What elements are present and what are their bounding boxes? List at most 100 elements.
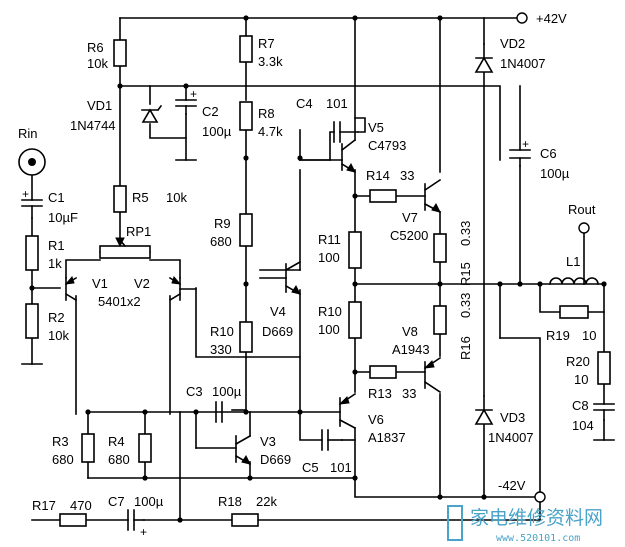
capacitor-c6 xyxy=(509,149,531,159)
svg-text:100µ: 100µ xyxy=(540,166,570,181)
svg-text:1N4007: 1N4007 xyxy=(488,430,534,445)
svg-text:V2: V2 xyxy=(134,276,150,291)
svg-text:33: 33 xyxy=(402,386,416,401)
svg-text:R1: R1 xyxy=(48,238,65,253)
svg-text:C4793: C4793 xyxy=(368,138,406,153)
watermark: 家电维修资料网 www.520101.com xyxy=(447,505,603,544)
labels: +42V -42V Rin Rout R6 10k VD1 1N4744 C2 … xyxy=(18,11,596,539)
resistor-r13 xyxy=(369,365,397,379)
svg-text:www.520101.com: www.520101.com xyxy=(496,533,580,544)
svg-text:C7: C7 xyxy=(108,494,125,509)
svg-text:10k: 10k xyxy=(48,328,69,343)
resistor-r16 xyxy=(433,305,447,335)
svg-text:R13: R13 xyxy=(368,386,392,401)
zener-vd1 xyxy=(141,108,159,123)
svg-text:+: + xyxy=(190,87,197,101)
svg-text:V7: V7 xyxy=(402,210,418,225)
svg-text:R14: R14 xyxy=(366,168,390,183)
svg-text:VD2: VD2 xyxy=(500,36,525,51)
svg-text:V3: V3 xyxy=(260,434,276,449)
resistor-r1 xyxy=(25,235,39,271)
resistor-r18 xyxy=(231,513,259,527)
svg-text:R9: R9 xyxy=(214,216,231,231)
svg-text:V6: V6 xyxy=(368,412,384,427)
resistor-r20 xyxy=(597,351,611,385)
svg-text:R2: R2 xyxy=(48,310,65,325)
svg-text:C2: C2 xyxy=(202,104,219,119)
svg-text:R15: R15 xyxy=(458,262,473,286)
svg-text:3.3k: 3.3k xyxy=(258,54,283,69)
svg-text:C5: C5 xyxy=(302,460,319,475)
rail-pos-label: +42V xyxy=(536,11,567,26)
transistor-v2 xyxy=(168,276,197,302)
svg-text:R16: R16 xyxy=(458,336,473,360)
svg-text:R18: R18 xyxy=(218,494,242,509)
capacitor-c5 xyxy=(321,429,329,451)
svg-text:5401x2: 5401x2 xyxy=(98,294,141,309)
svg-text:100µ: 100µ xyxy=(134,494,164,509)
svg-text:+: + xyxy=(22,187,29,201)
svg-text:330: 330 xyxy=(210,342,232,357)
capacitor-c3 xyxy=(215,401,223,423)
svg-text:1k: 1k xyxy=(48,256,62,271)
svg-text:R4: R4 xyxy=(108,434,125,449)
svg-text:+: + xyxy=(522,137,529,151)
diode-vd3 xyxy=(474,408,494,425)
svg-text:101: 101 xyxy=(330,460,352,475)
svg-text:1N4744: 1N4744 xyxy=(70,118,116,133)
svg-text:VD1: VD1 xyxy=(87,98,112,113)
transistor-v8 xyxy=(423,356,442,394)
resistor-r5 xyxy=(113,185,127,213)
junction-dots xyxy=(29,15,607,523)
resistor-r10b xyxy=(348,301,362,339)
svg-text:100: 100 xyxy=(318,250,340,265)
output-label: Rout xyxy=(568,202,596,217)
svg-text:R11: R11 xyxy=(318,232,341,247)
svg-text:C4: C4 xyxy=(296,96,313,111)
svg-text:R8: R8 xyxy=(258,106,275,121)
resistors xyxy=(25,35,611,527)
svg-text:R3: R3 xyxy=(52,434,69,449)
inductor-l1 xyxy=(549,277,599,285)
svg-text:470: 470 xyxy=(70,498,92,513)
resistor-r17 xyxy=(59,513,87,527)
svg-text:RP1: RP1 xyxy=(126,224,151,239)
svg-text:R17: R17 xyxy=(32,498,56,513)
resistor-r6 xyxy=(113,39,127,67)
capacitors xyxy=(21,99,615,531)
resistor-r2 xyxy=(25,303,39,339)
svg-text:33: 33 xyxy=(400,168,414,183)
svg-text:0.33: 0.33 xyxy=(458,221,473,246)
resistor-r14 xyxy=(369,189,397,203)
svg-text:1N4007: 1N4007 xyxy=(500,56,546,71)
diode-vd2 xyxy=(474,56,494,73)
terminals xyxy=(18,12,590,503)
capacitor-c7 xyxy=(127,509,135,531)
svg-text:680: 680 xyxy=(52,452,74,467)
input-label: Rin xyxy=(18,126,38,141)
resistor-r19 xyxy=(559,305,589,319)
svg-text:R5: R5 xyxy=(132,190,149,205)
resistor-r10a xyxy=(239,321,253,353)
transistors xyxy=(64,138,442,466)
svg-text:D669: D669 xyxy=(262,324,293,339)
svg-text:10k: 10k xyxy=(87,56,108,71)
svg-text:680: 680 xyxy=(210,234,232,249)
svg-text:家电维修资料网: 家电维修资料网 xyxy=(470,507,603,529)
resistor-r15 xyxy=(433,233,447,263)
svg-text:A1943: A1943 xyxy=(392,342,430,357)
svg-text:C6: C6 xyxy=(540,146,557,161)
diodes xyxy=(141,43,494,425)
resistor-r11 xyxy=(348,231,362,269)
svg-text:100µ: 100µ xyxy=(202,124,232,139)
rail-neg-label: -42V xyxy=(498,478,526,493)
svg-text:680: 680 xyxy=(108,452,130,467)
resistor-r3 xyxy=(81,433,95,463)
svg-text:22k: 22k xyxy=(256,494,277,509)
capacitor-c4 xyxy=(333,121,341,143)
svg-text:V1: V1 xyxy=(92,276,108,291)
svg-text:10µF: 10µF xyxy=(48,210,78,225)
svg-text:R10: R10 xyxy=(210,324,234,339)
svg-text:0.33: 0.33 xyxy=(458,293,473,318)
svg-text:10: 10 xyxy=(582,328,596,343)
